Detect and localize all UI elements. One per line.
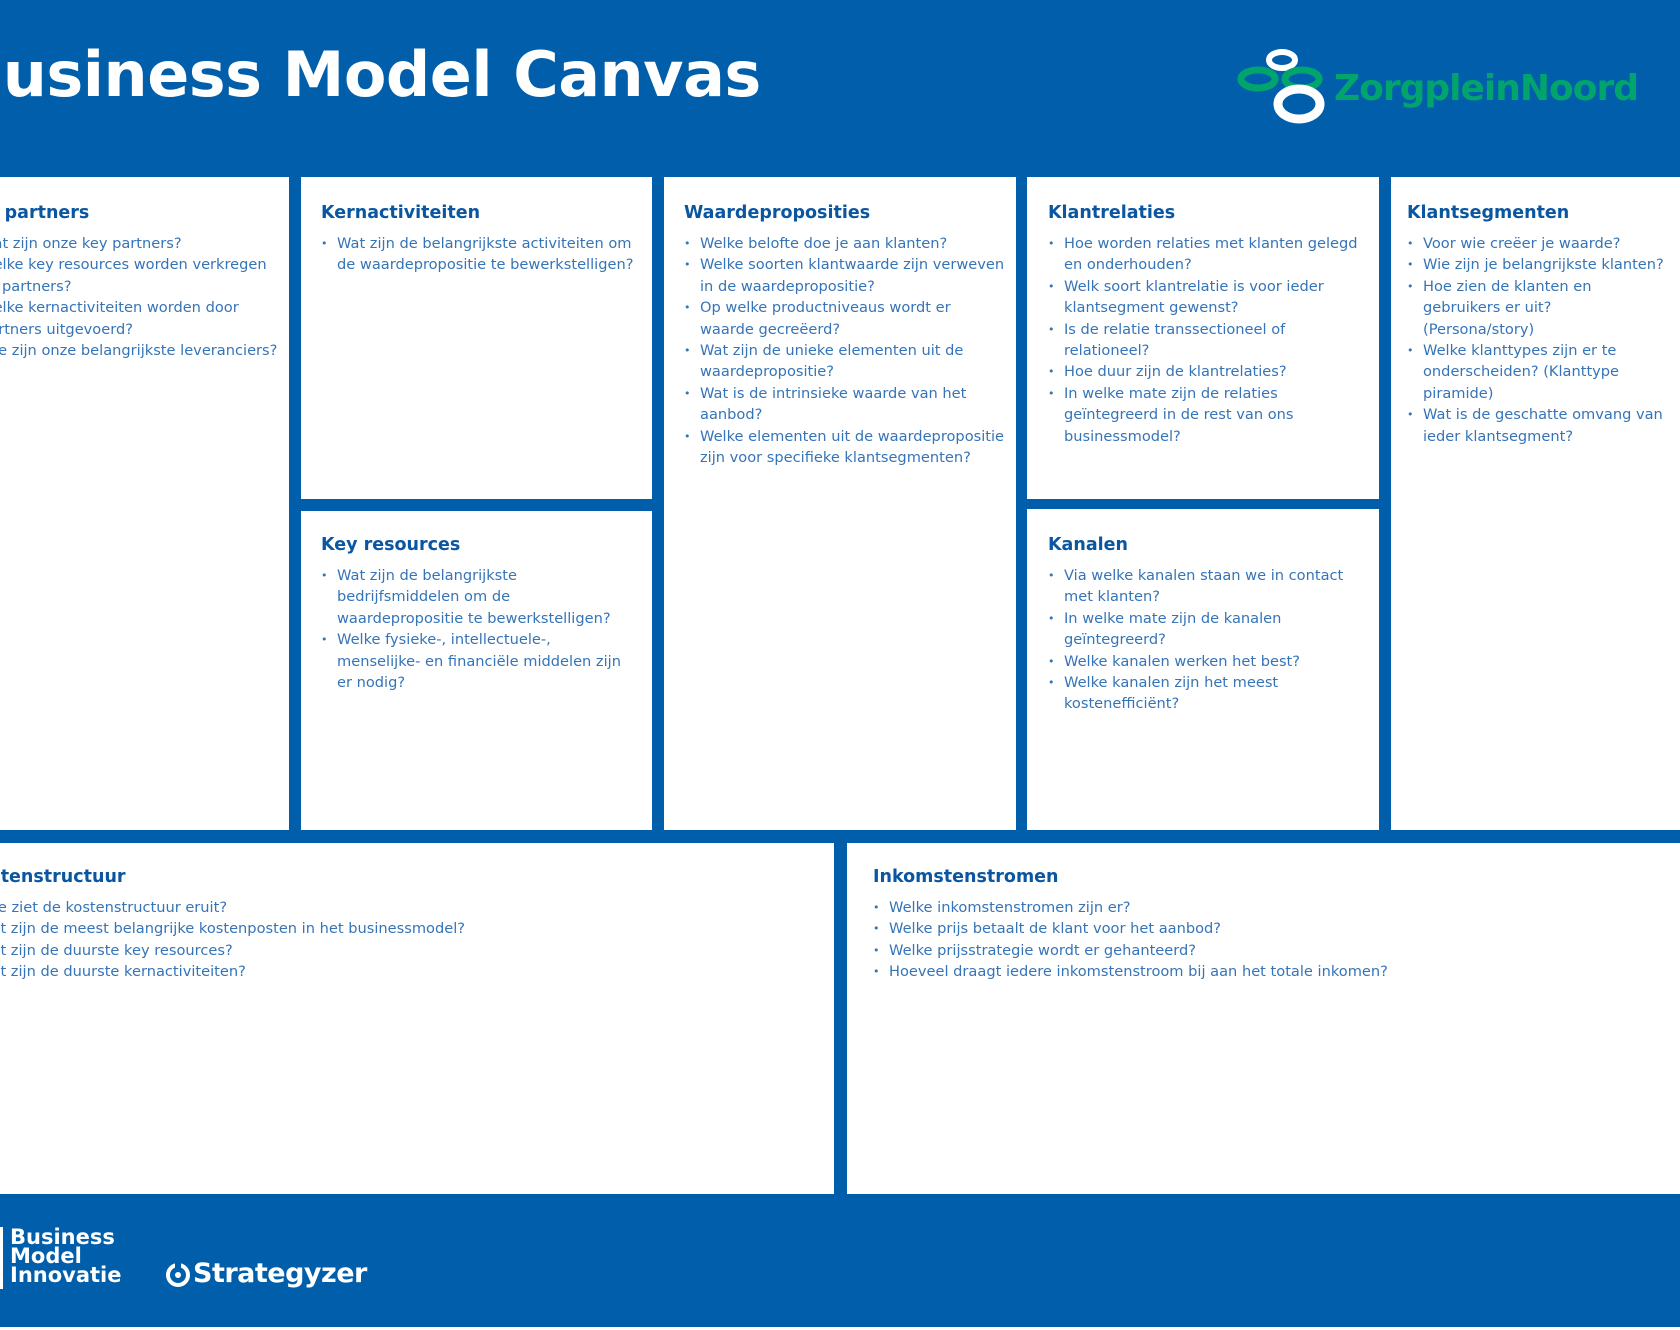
zorgpleinnoord-logo: ZorgpleinNoord [1236,48,1639,128]
question-list: Wat zijn onze key partners? Welke key re… [0,233,280,361]
list-item: Op welke productniveaus wordt er waarde … [684,297,1006,340]
list-item: Wat zijn onze key partners? [0,233,280,254]
question-list: Hoe worden relaties met klanten gelegd e… [1048,233,1370,447]
block-title: Kernactiviteiten [321,203,481,223]
question-list: Voor wie creëer je waarde? Wie zijn je b… [1407,233,1665,447]
block-kernactiviteiten[interactable]: Kernactiviteiten Wat zijn de belangrijks… [301,177,652,499]
list-item: Welke inkomstenstromen zijn er? [873,897,1573,919]
block-title: Key resources [321,535,461,555]
list-item: Welke kernactiviteiten worden door partn… [0,297,280,340]
list-item: Hoeveel draagt iedere inkomstenstroom bi… [873,961,1573,983]
list-item: Wat is de intrinsieke waarde van het aan… [684,383,1006,426]
list-item: Hoe ziet de kostenstructuur eruit? [0,897,662,918]
list-item: Welke key resources worden verkregen bij… [0,254,280,297]
block-title: Klantsegmenten [1407,203,1570,223]
list-item: Welke belofte doe je aan klanten? [684,233,1006,255]
bmi-line-2: Model [10,1244,82,1268]
block-title: Inkomstenstromen [873,867,1059,887]
block-klantrelaties[interactable]: Klantrelaties Hoe worden relaties met kl… [1027,177,1379,499]
rings-logo-icon [1237,49,1325,124]
question-list: Hoe ziet de kostenstructuur eruit? Wat z… [0,897,662,983]
question-list: Welke belofte doe je aan klanten? Welke … [684,233,1006,468]
list-item: Welke soorten klantwaarde zijn verweven … [684,254,1006,297]
list-item: Wat zijn de belangrijkste bedrijfsmiddel… [321,565,633,629]
list-item: Wat is de geschatte omvang van ieder kla… [1407,404,1665,447]
list-item: Welke kanalen zijn het meest kosteneffic… [1048,672,1366,715]
block-klantsegmenten[interactable]: Klantsegmenten Voor wie creëer je waarde… [1391,177,1680,830]
strategyzer-logo: Strategyzer [165,1258,367,1289]
list-item: Wie zijn je belangrijkste klanten? [1407,254,1665,276]
list-item: Hoe duur zijn de klantrelaties? [1048,361,1370,383]
block-key-resources[interactable]: Key resources Wat zijn de belangrijkste … [301,511,652,830]
question-list: Wat zijn de belangrijkste bedrijfsmiddel… [321,565,633,693]
question-list: Via welke kanalen staan we in contact me… [1048,565,1366,715]
list-item: Welke kanalen werken het best? [1048,651,1366,673]
block-key-partners[interactable]: Key partners Wat zijn onze key partners?… [0,177,289,830]
list-item: Hoe zien de klanten en gebruikers er uit… [1407,276,1665,340]
list-item: Welke elementen uit de waardepropositie … [684,426,1006,469]
block-title: Kanalen [1048,535,1128,555]
block-title: Waardeproposities [684,203,871,223]
list-item: Voor wie creëer je waarde? [1407,233,1665,255]
list-item: Wat zijn de duurste kernactiviteiten? [0,961,662,982]
list-item: In welke mate zijn de relaties geïntegre… [1048,383,1370,447]
strategyzer-icon [166,1262,190,1287]
question-list: Wat zijn de belangrijkste activiteiten o… [321,233,643,276]
block-kostenstructuur[interactable]: Kostenstructuur Hoe ziet de kostenstruct… [0,843,834,1194]
block-inkomstenstromen[interactable]: Inkomstenstromen Welke inkomstenstromen … [847,843,1680,1194]
list-item: Wie zijn onze belangrijkste leveranciers… [0,340,280,361]
question-list: Welke inkomstenstromen zijn er? Welke pr… [873,897,1573,983]
logo-text: ZorgpleinNoord [1334,67,1639,109]
bmi-logo-mark-icon [0,1227,3,1289]
block-title: Key partners [0,203,90,223]
list-item: Welke fysieke-, intellectuele-, menselij… [321,629,633,693]
block-title: Klantrelaties [1048,203,1176,223]
block-kanalen[interactable]: Kanalen Via welke kanalen staan we in co… [1027,509,1379,830]
strategyzer-text: Strategyzer [193,1258,367,1289]
list-item: Hoe worden relaties met klanten gelegd e… [1048,233,1370,276]
list-item: In welke mate zijn de kanalen geïntegree… [1048,608,1366,651]
list-item: Welke prijsstrategie wordt er gehanteerd… [873,940,1573,962]
block-title: Kostenstructuur [0,867,126,887]
list-item: Wat zijn de belangrijkste activiteiten o… [321,233,643,276]
block-waardeproposities[interactable]: Waardeproposities Welke belofte doe je a… [664,177,1016,830]
list-item: Is de relatie transsectioneel of relatio… [1048,319,1370,362]
bmi-line-3: Innovatie [10,1263,122,1287]
bottom-border [0,1327,1680,1330]
list-item: Welk soort klantrelatie is voor ieder kl… [1048,276,1370,319]
list-item: Wat zijn de duurste key resources? [0,940,662,961]
list-item: Wat zijn de unieke elementen uit de waar… [684,340,1006,383]
list-item: Wat zijn de meest belangrijke kostenpost… [0,918,662,939]
list-item: Welke klanttypes zijn er te onderscheide… [1407,340,1665,404]
list-item: Via welke kanalen staan we in contact me… [1048,565,1366,608]
list-item: Welke prijs betaalt de klant voor het aa… [873,918,1573,940]
bmi-line-1: Business [10,1225,115,1249]
page-title: Business Model Canvas [0,38,761,111]
